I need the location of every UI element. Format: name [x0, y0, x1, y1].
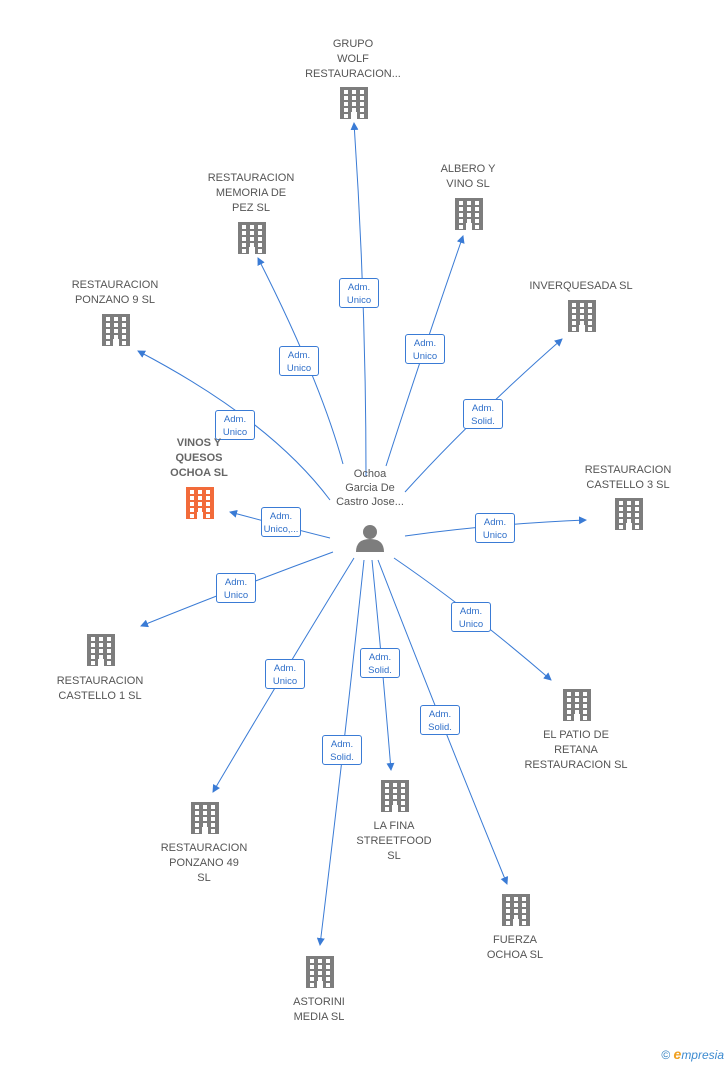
- edge-role-label[interactable]: Adm. Unico: [475, 513, 515, 543]
- building-icon[interactable]: [563, 689, 591, 721]
- edge-role-label[interactable]: Adm. Unico: [451, 602, 491, 632]
- center-person-label[interactable]: Ochoa Garcia De Castro Jose...: [336, 468, 404, 508]
- company-label-la-fina-streetfood[interactable]: LA FINA STREETFOOD SL: [356, 820, 432, 862]
- edge-role-label[interactable]: Adm. Unico: [405, 334, 445, 364]
- edge-role-label[interactable]: Adm. Unico: [265, 659, 305, 689]
- building-icon[interactable]: [502, 894, 530, 926]
- company-label-grupo-wolf[interactable]: GRUPO WOLF RESTAURACION...: [305, 38, 401, 80]
- building-icon[interactable]: [381, 780, 409, 812]
- building-icon[interactable]: [102, 314, 130, 346]
- building-icon[interactable]: [191, 802, 219, 834]
- edge-role-label[interactable]: Adm. Solid.: [420, 705, 460, 735]
- company-label-albero-y-vino[interactable]: ALBERO Y VINO SL: [440, 163, 496, 190]
- company-label-vinos-y-quesos-ochoa[interactable]: VINOS Y QUESOS OCHOA SL: [170, 437, 228, 479]
- building-icon[interactable]: [87, 634, 115, 666]
- copyright-symbol: ©: [661, 1048, 671, 1062]
- building-icon[interactable]: [455, 198, 483, 230]
- building-icon[interactable]: [340, 87, 368, 119]
- edge-role-label[interactable]: Adm. Solid.: [322, 735, 362, 765]
- company-label-restauracion-castello-1[interactable]: RESTAURACION CASTELLO 1 SL: [56, 675, 144, 702]
- edge-role-label[interactable]: Adm. Unico: [216, 573, 256, 603]
- building-icon[interactable]: [615, 498, 643, 530]
- edge-role-label[interactable]: Adm. Solid.: [360, 648, 400, 678]
- company-label-astorini-media[interactable]: ASTORINI MEDIA SL: [293, 996, 345, 1023]
- building-icon[interactable]: [186, 487, 214, 519]
- footer-brand: © empresia: [661, 1046, 724, 1062]
- edge-role-label[interactable]: Adm. Solid.: [463, 399, 503, 429]
- edge-role-label[interactable]: Adm. Unico: [339, 278, 379, 308]
- company-label-inverquesada[interactable]: INVERQUESADA SL: [529, 280, 633, 292]
- company-label-restauracion-castello-3[interactable]: RESTAURACION CASTELLO 3 SL: [584, 464, 672, 491]
- edge-role-label[interactable]: Adm. Unico: [279, 346, 319, 376]
- company-label-restauracion-memoria-de-pez[interactable]: RESTAURACION MEMORIA DE PEZ SL: [207, 172, 295, 214]
- company-label-el-patio-de-retana[interactable]: EL PATIO DE RETANA RESTAURACION SL: [524, 729, 628, 771]
- brand-logo-initial: e: [673, 1046, 682, 1062]
- brand-logo-text: mpresia: [681, 1048, 724, 1062]
- building-icon[interactable]: [568, 300, 596, 332]
- edge-role-label[interactable]: Adm. Unico: [215, 410, 255, 440]
- edge-role-label[interactable]: Adm. Unico,...: [261, 507, 301, 537]
- building-icon[interactable]: [238, 222, 266, 254]
- company-label-fuerza-ochoa[interactable]: FUERZA OCHOA SL: [486, 934, 544, 961]
- company-label-restauracion-ponzano-9[interactable]: RESTAURACION PONZANO 9 SL: [71, 279, 159, 306]
- person-icon[interactable]: [356, 525, 384, 552]
- building-icon[interactable]: [306, 956, 334, 988]
- company-label-restauracion-ponzano-49[interactable]: RESTAURACION PONZANO 49 SL: [160, 842, 248, 884]
